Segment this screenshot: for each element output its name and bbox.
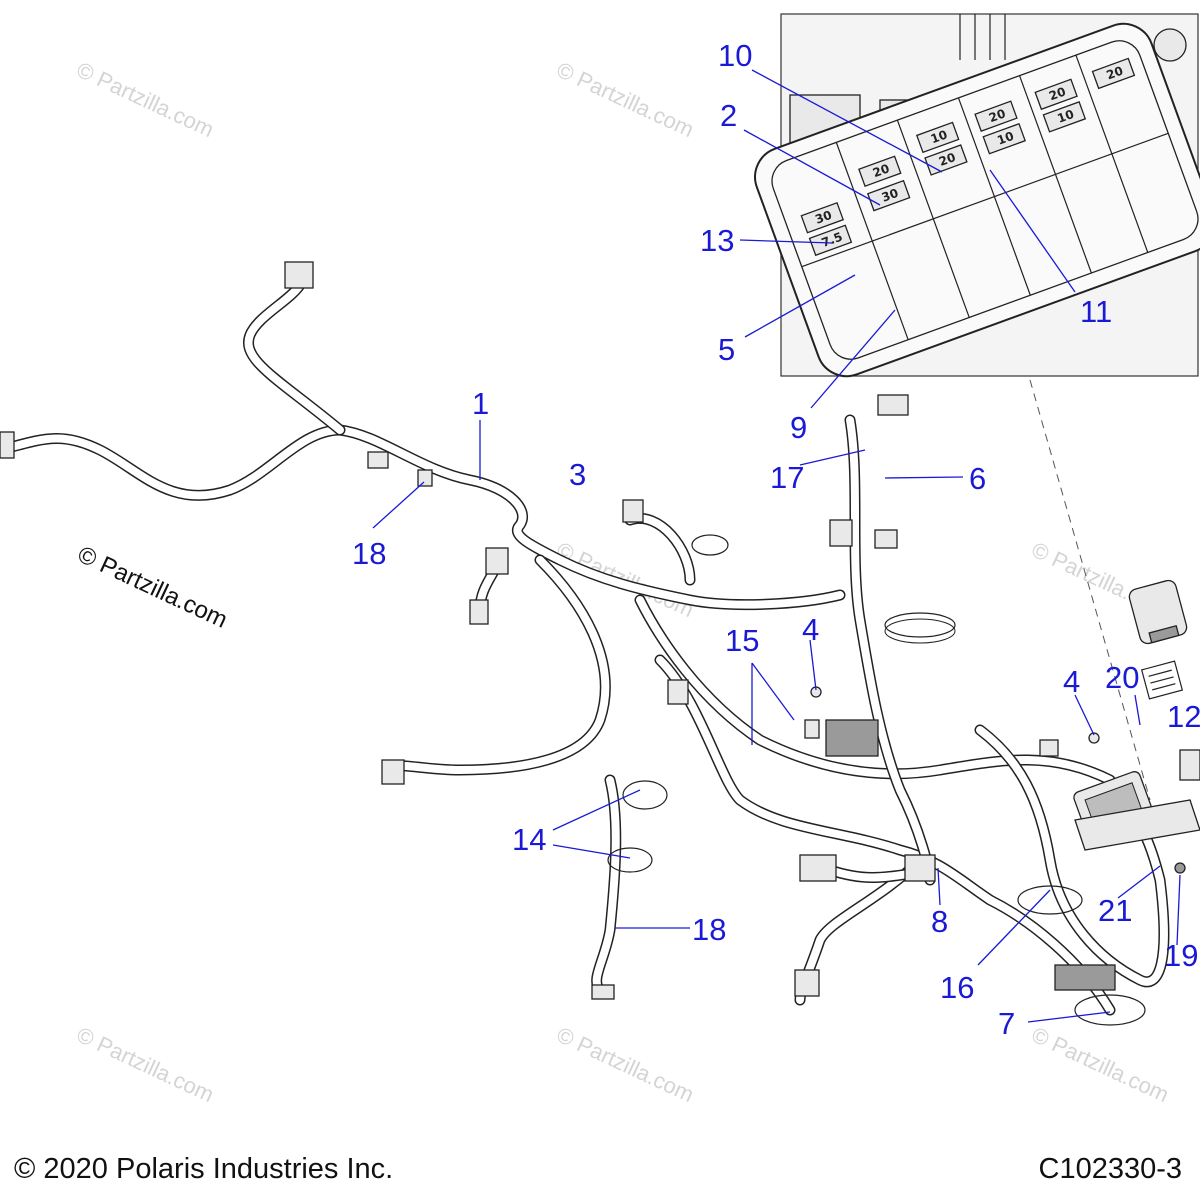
harness-loops bbox=[607, 534, 1146, 1026]
fuse: 10 bbox=[915, 121, 960, 154]
connector bbox=[367, 451, 389, 469]
svg-text:20: 20 bbox=[871, 161, 891, 180]
callout-4: 4 bbox=[802, 612, 819, 647]
callout-21: 21 bbox=[1098, 893, 1132, 928]
connector bbox=[469, 599, 489, 625]
callout-17: 17 bbox=[770, 460, 804, 495]
callout-6: 6 bbox=[969, 461, 986, 496]
watermark: © Partzilla.com bbox=[73, 1022, 218, 1107]
connector bbox=[417, 469, 433, 487]
relay-block bbox=[825, 719, 879, 757]
watermark: © Partzilla.com bbox=[553, 57, 698, 142]
callout-20: 20 bbox=[1105, 660, 1139, 695]
callout-8: 8 bbox=[931, 904, 948, 939]
fuse-box-cover bbox=[1128, 579, 1188, 645]
connector bbox=[667, 679, 689, 705]
callout-7: 7 bbox=[998, 1006, 1015, 1041]
watermark: © Partzilla.com bbox=[73, 57, 218, 142]
connector bbox=[877, 394, 909, 416]
connector bbox=[874, 529, 898, 549]
nut bbox=[1088, 732, 1100, 744]
fuse-label-card bbox=[1140, 660, 1184, 700]
callout-12: 12 bbox=[1167, 699, 1200, 734]
fuse: 30 bbox=[800, 201, 845, 234]
fuse: 10 bbox=[1042, 101, 1087, 133]
connector bbox=[1039, 739, 1059, 757]
svg-text:10: 10 bbox=[995, 129, 1015, 148]
callout-1: 1 bbox=[472, 386, 489, 421]
connector bbox=[485, 547, 509, 575]
fuse: 20 bbox=[974, 100, 1018, 132]
svg-text:20: 20 bbox=[987, 106, 1007, 125]
connector bbox=[829, 519, 853, 547]
svg-text:7.5: 7.5 bbox=[820, 230, 845, 250]
mounting-bracket bbox=[1074, 799, 1200, 851]
diagram-code: C102330-3 bbox=[1038, 1153, 1183, 1185]
fuse: 30 bbox=[866, 179, 911, 212]
svg-text:20: 20 bbox=[937, 150, 957, 169]
connector bbox=[284, 261, 314, 289]
watermark: © Partzilla.com bbox=[1028, 1022, 1173, 1107]
callout-18: 18 bbox=[692, 912, 726, 947]
fuse: 20 bbox=[1034, 78, 1078, 111]
fuse: 20 bbox=[924, 144, 968, 176]
connector bbox=[622, 499, 644, 523]
svg-text:30: 30 bbox=[813, 208, 833, 227]
tie-loop-14 bbox=[622, 780, 668, 810]
callout-9: 9 bbox=[790, 410, 807, 445]
tie-loop bbox=[691, 534, 729, 556]
connectors bbox=[0, 261, 1200, 1000]
copyright-notice: © 2020 Polaris Industries Inc. bbox=[14, 1153, 394, 1185]
leader-lines bbox=[372, 69, 1181, 1023]
connector bbox=[794, 969, 820, 997]
connector bbox=[591, 984, 615, 1000]
fuse: 20 bbox=[858, 155, 902, 188]
callout-14: 14 bbox=[512, 822, 546, 857]
projection-line bbox=[1029, 379, 1151, 801]
svg-text:20: 20 bbox=[1104, 64, 1124, 83]
fuse-box-body: 30 7.5 20 30 10 20 20 10 20 10 20 bbox=[754, 22, 1200, 378]
watermark-main: © Partzilla.com bbox=[73, 541, 231, 634]
callout-18: 18 bbox=[352, 536, 386, 571]
svg-text:10: 10 bbox=[929, 127, 949, 146]
connector bbox=[1179, 749, 1200, 781]
connector-8 bbox=[904, 854, 936, 882]
fuse-box-inset: 30 7.5 20 30 10 20 20 10 20 10 20 bbox=[754, 13, 1200, 378]
fuse: 20 bbox=[1091, 57, 1136, 90]
callout-19: 19 bbox=[1164, 938, 1198, 973]
connector bbox=[799, 854, 837, 882]
tie-loop-16 bbox=[1017, 885, 1083, 915]
svg-text:30: 30 bbox=[880, 186, 900, 205]
callout-11: 11 bbox=[1080, 294, 1112, 329]
callout-15: 15 bbox=[725, 623, 759, 658]
callout-2: 2 bbox=[720, 98, 737, 133]
svg-text:10: 10 bbox=[1055, 107, 1075, 126]
connector bbox=[0, 431, 15, 459]
ground-terminal bbox=[804, 719, 820, 739]
bolt-head bbox=[1153, 28, 1187, 62]
callout-3: 3 bbox=[569, 457, 586, 492]
harness-wires bbox=[0, 264, 1170, 1016]
inset-wires bbox=[959, 14, 1006, 60]
callout-13: 13 bbox=[700, 223, 734, 258]
svg-text:20: 20 bbox=[1047, 84, 1067, 103]
tie-loop bbox=[884, 612, 956, 638]
callout-5: 5 bbox=[718, 332, 735, 367]
callout-10: 10 bbox=[718, 38, 752, 73]
connector bbox=[381, 759, 405, 785]
connector-7 bbox=[1054, 964, 1116, 991]
callout-16: 16 bbox=[940, 970, 974, 1005]
callout-labels: 1 3 18 10 2 13 5 11 9 17 6 4 15 4 20 12 … bbox=[352, 38, 1200, 1041]
callout-4: 4 bbox=[1063, 664, 1080, 699]
fuse: 10 bbox=[982, 122, 1026, 155]
watermark: © Partzilla.com bbox=[553, 1022, 698, 1107]
tie-loop-14 bbox=[607, 847, 653, 873]
tie-loop bbox=[1074, 994, 1146, 1026]
fuse: 7.5 bbox=[808, 224, 853, 257]
screw bbox=[1174, 862, 1186, 874]
